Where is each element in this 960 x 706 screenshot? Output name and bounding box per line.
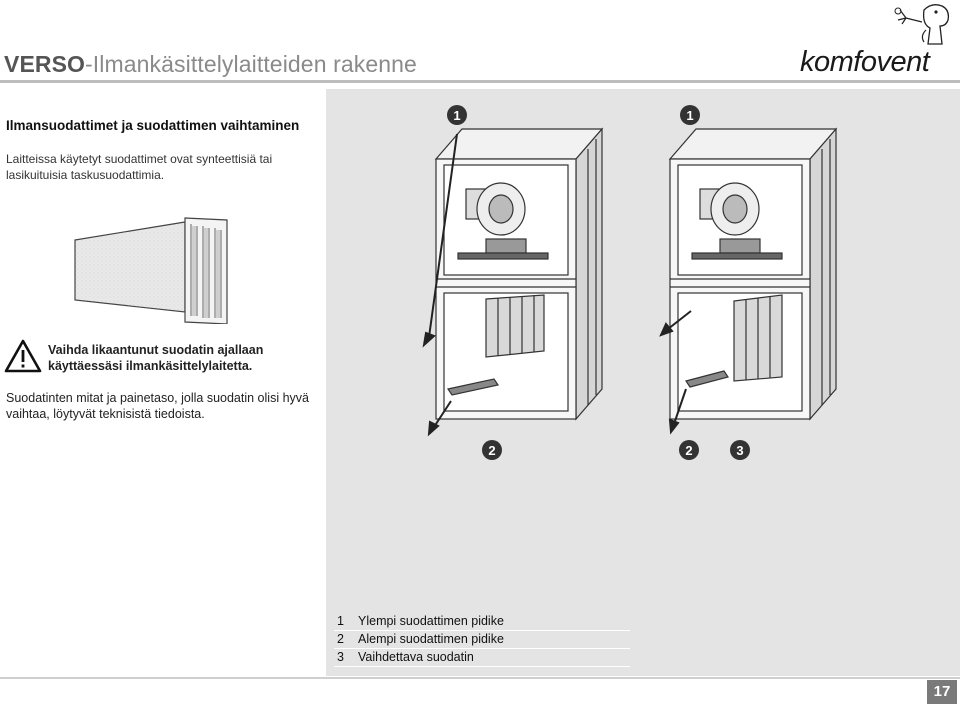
callout-1-left-label: 1: [453, 108, 460, 123]
section-heading: Ilmansuodattimet ja suodattimen vaihtami…: [6, 118, 300, 133]
legend-number: 2: [337, 632, 344, 646]
unit-diagram: 1 1 2 2 3: [422, 105, 838, 460]
note-paragraph: Suodatinten mitat ja painetaso, jolla su…: [6, 391, 309, 421]
page-title-brand: VERSO: [4, 51, 86, 77]
left-unit-arrows: [422, 133, 458, 437]
callout-3-right-label: 3: [736, 443, 743, 458]
footer-divider: [0, 677, 960, 679]
legend-row: 2 Alempi suodattimen pidike: [334, 632, 630, 649]
header-divider: [0, 80, 960, 83]
right-unit-arrows: [659, 310, 692, 435]
page-number: 17: [927, 680, 957, 704]
legend-row: 1 Ylempi suodattimen pidike: [334, 614, 630, 631]
callout-1-right-label: 1: [686, 108, 693, 123]
callout-2-left: 2: [482, 440, 502, 460]
legend-number: 1: [337, 614, 344, 628]
warning-text: Vaihda likaantunut suodatin ajallaan käy…: [48, 343, 264, 373]
diagram-legend: 1 Ylempi suodattimen pidike 2 Alempi suo…: [334, 614, 630, 668]
brand-logo: komfovent: [800, 46, 930, 78]
left-unit-drawing: [434, 127, 604, 421]
legend-row: 3 Vaihdettava suodatin: [334, 650, 630, 667]
page-title-rest: -Ilmankäsittelylaitteiden rakenne: [85, 51, 417, 77]
callout-2-left-label: 2: [488, 443, 495, 458]
right-unit-drawing: [668, 127, 838, 421]
callout-3-right: 3: [730, 440, 750, 460]
intro-paragraph: Laitteissa käytetyt suodattimet ovat syn…: [6, 152, 273, 182]
bag-filter-illustration: [74, 217, 228, 324]
mascot-icon: [894, 4, 950, 45]
page-title: VERSO-Ilmankäsittelylaitteiden rakenne: [4, 51, 417, 78]
legend-number: 3: [337, 650, 344, 664]
legend-label: Vaihdettava suodatin: [358, 650, 474, 664]
diagram-panel: [326, 89, 960, 676]
left-column: Ilmansuodattimet ja suodattimen vaihtami…: [6, 118, 316, 183]
legend-label: Ylempi suodattimen pidike: [358, 614, 504, 628]
legend-label: Alempi suodattimen pidike: [358, 632, 504, 646]
callout-2-right: 2: [679, 440, 699, 460]
warning-icon: [4, 339, 42, 373]
callout-1-left: 1: [447, 105, 467, 125]
callout-1-right: 1: [680, 105, 700, 125]
callout-2-right-label: 2: [685, 443, 692, 458]
